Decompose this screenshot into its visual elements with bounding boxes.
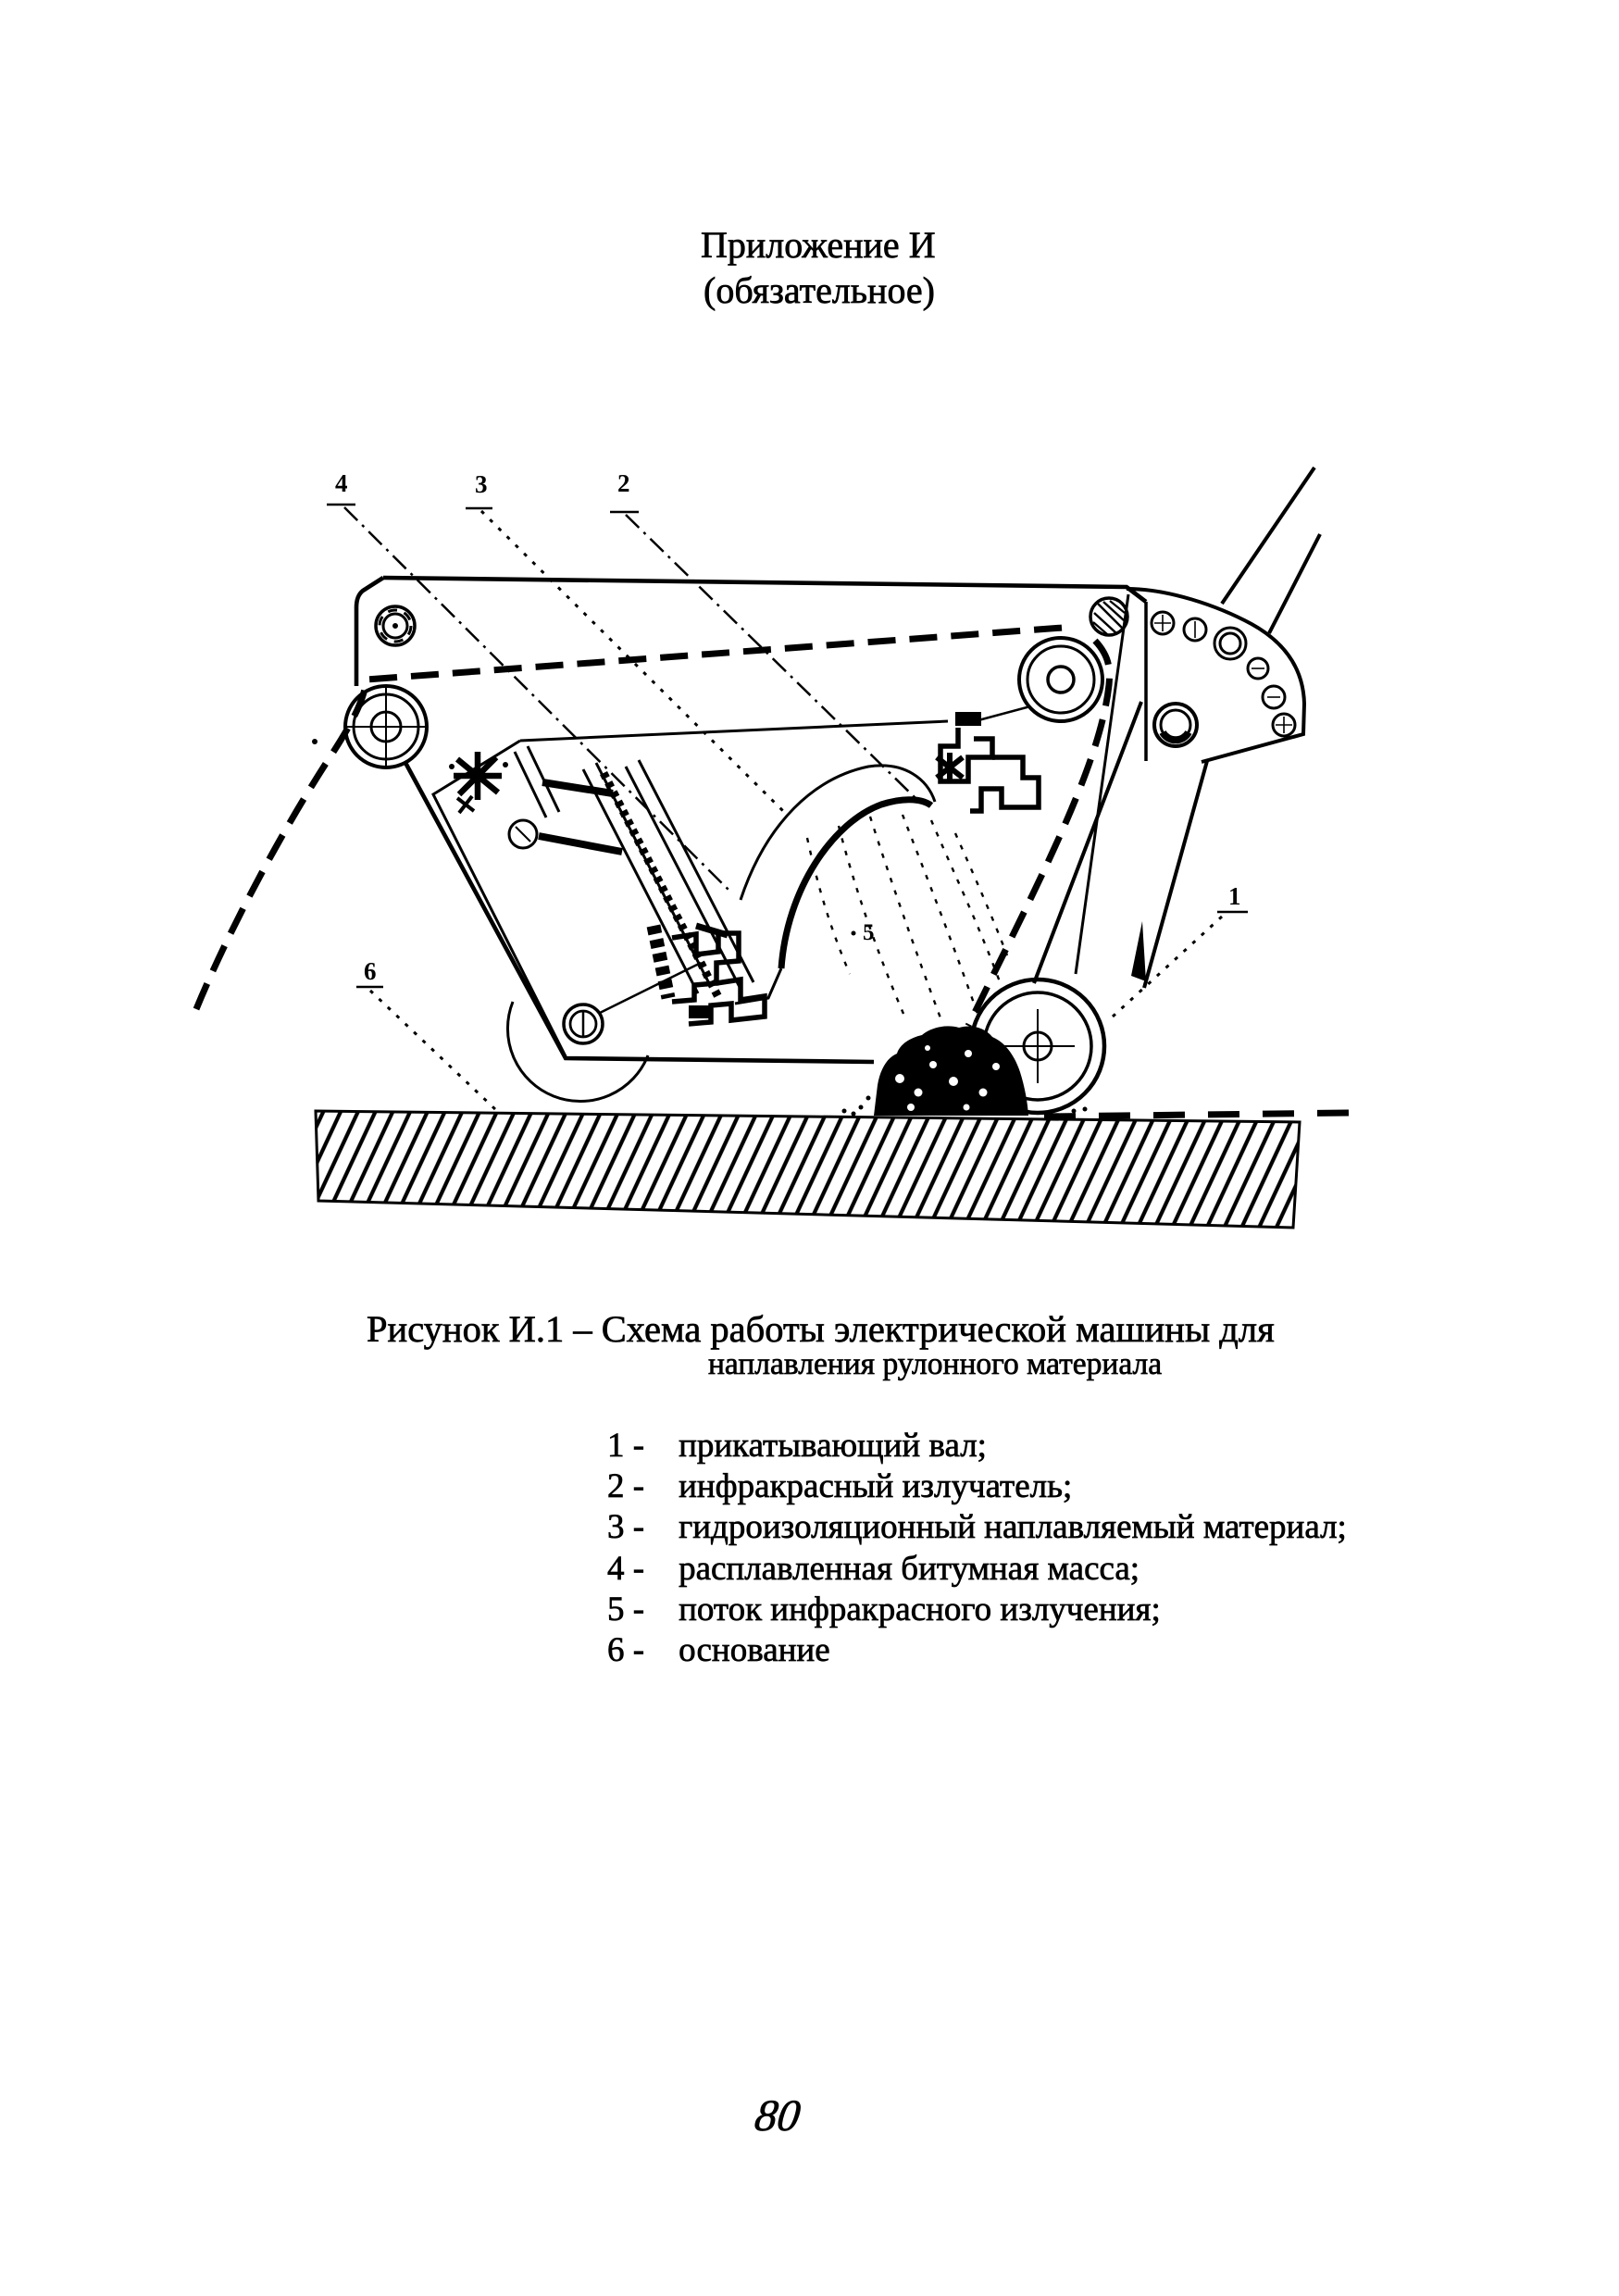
- svg-text:3: 3: [475, 470, 488, 498]
- svg-text:5: 5: [863, 920, 875, 945]
- svg-text:1: 1: [1228, 882, 1241, 910]
- svg-text:2: 2: [617, 469, 630, 497]
- svg-text:4: 4: [335, 469, 348, 497]
- svg-text:6: 6: [364, 957, 377, 985]
